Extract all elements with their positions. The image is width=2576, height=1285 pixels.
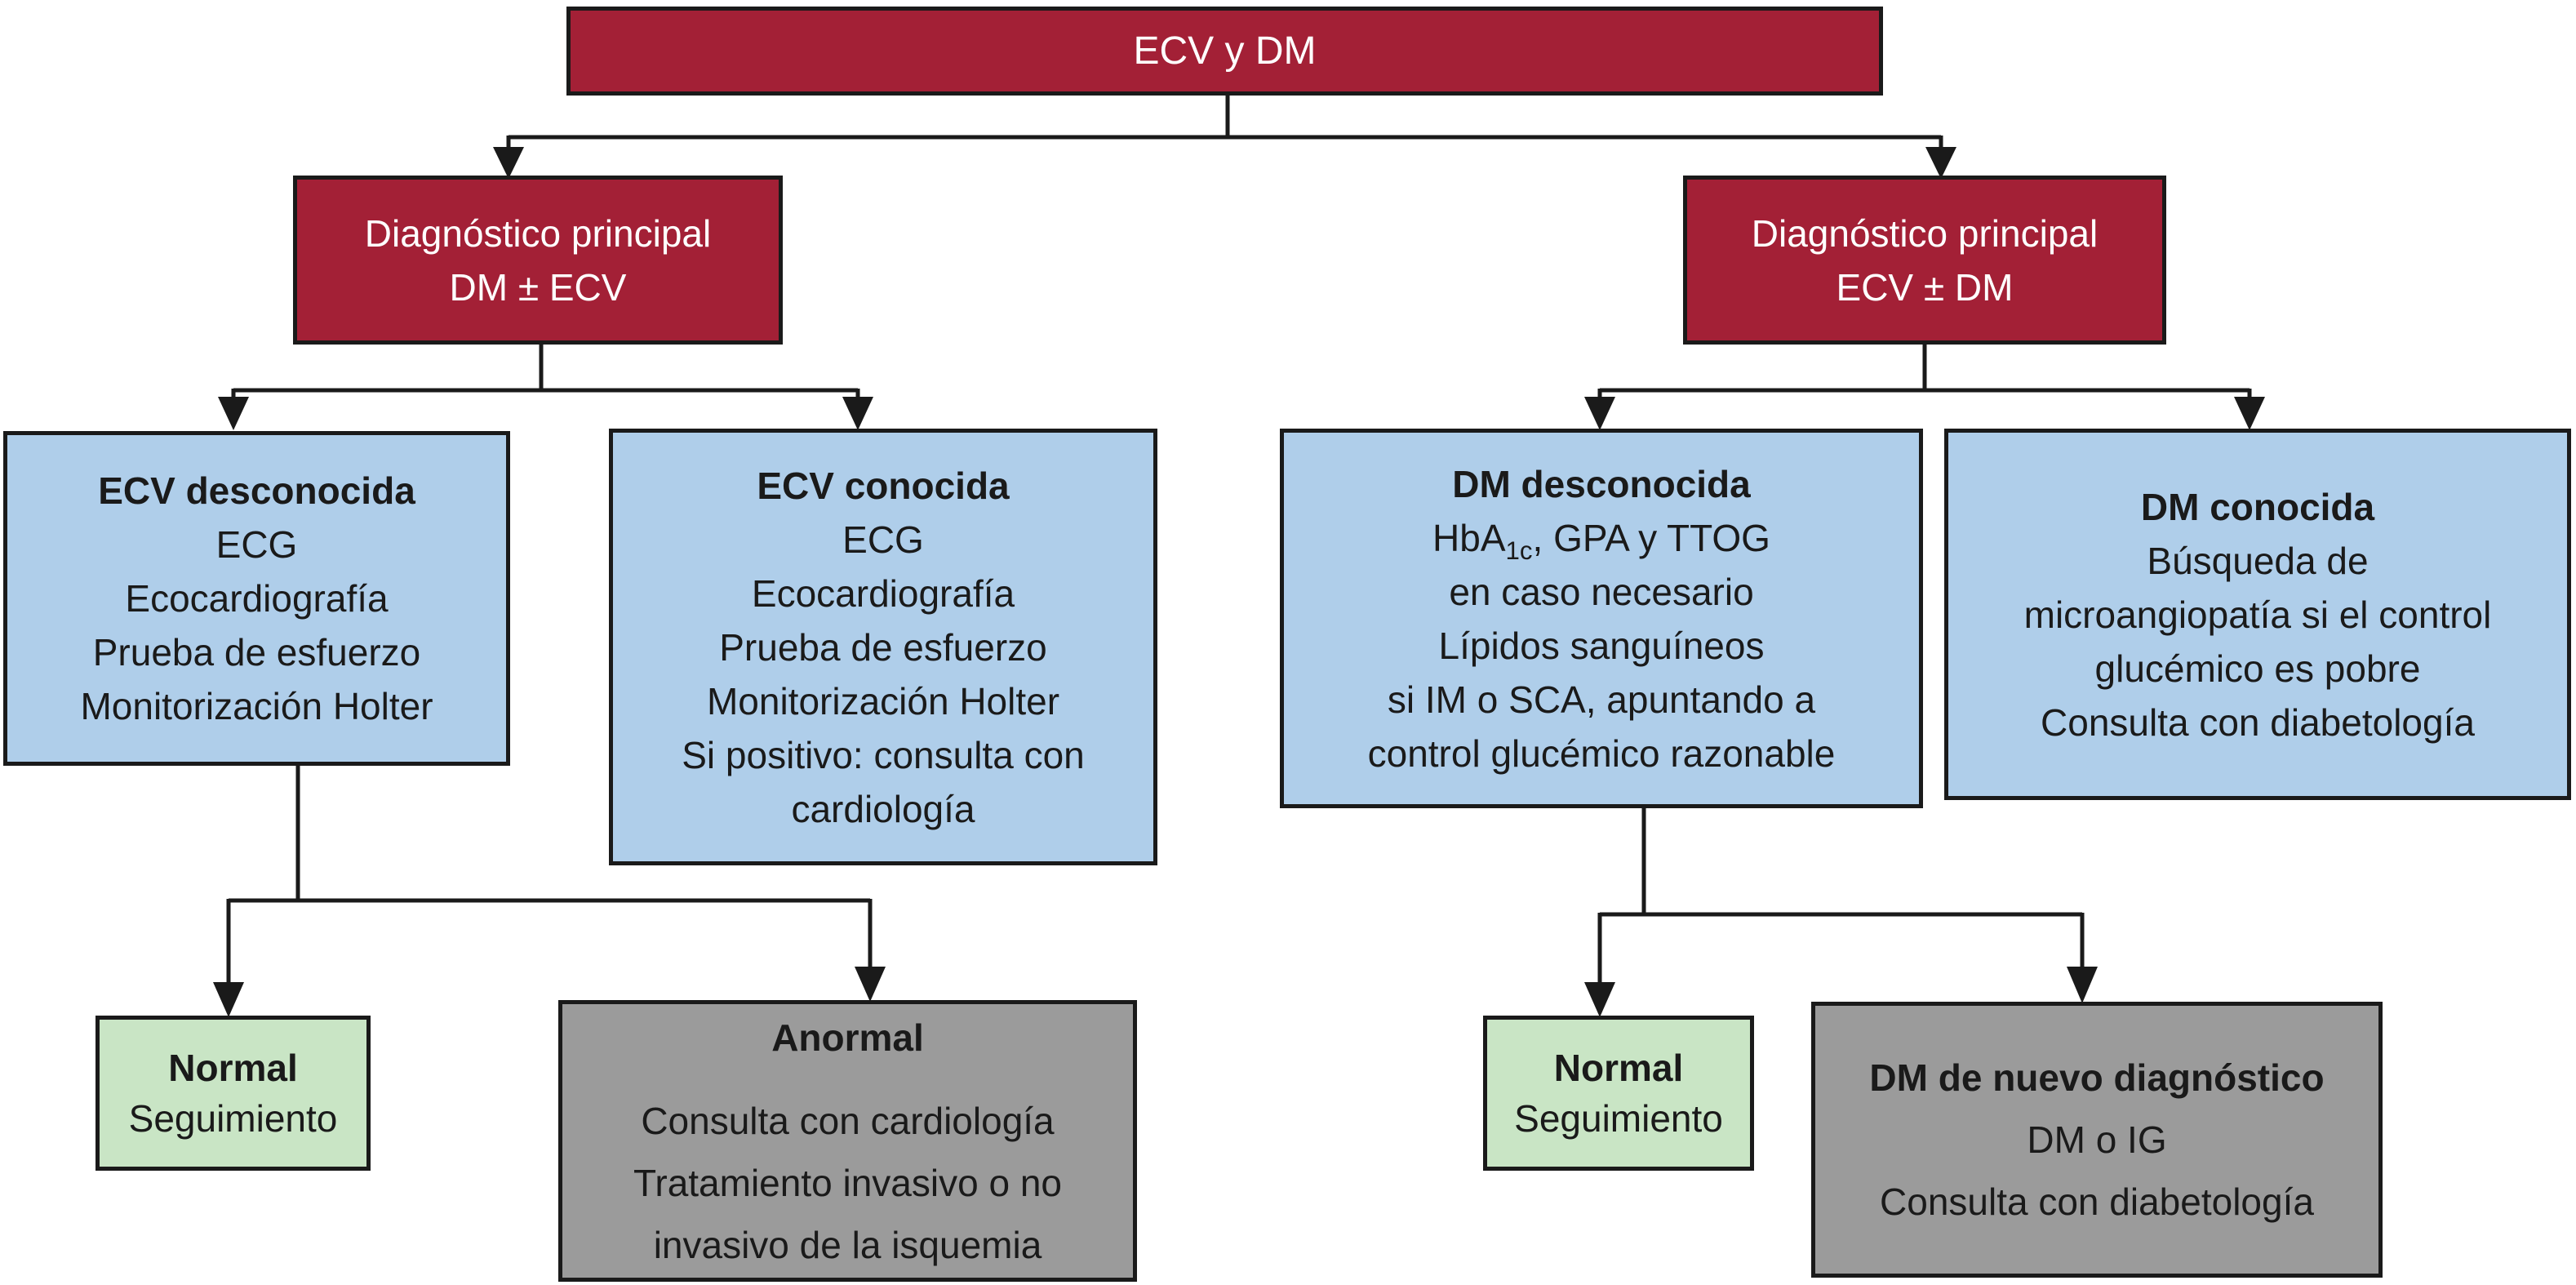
node-line: DM ± ECV	[449, 265, 627, 309]
node-line: Lípidos sanguíneos	[1438, 624, 1765, 667]
node-ecv-y-dm: ECV y DM	[566, 7, 1883, 96]
node-line: Seguimiento	[128, 1097, 338, 1140]
node-line: microangiopatía si el control	[2023, 593, 2492, 636]
node-line: Monitorización Holter	[706, 679, 1060, 723]
node-line: Prueba de esfuerzo	[92, 631, 421, 674]
node-line: ECV ± DM	[1836, 265, 2014, 309]
node-line: Diagnóstico principal	[1751, 211, 2099, 255]
node-line: control glucémico razonable	[1367, 731, 1836, 775]
hba1c-subscript: 1c	[1505, 536, 1533, 565]
node-line: cardiología	[791, 787, 975, 830]
node-anormal: Anormal Consulta con cardiología Tratami…	[558, 1000, 1137, 1282]
node-line: en caso necesario	[1449, 570, 1754, 613]
node-title: Anormal	[771, 1016, 924, 1059]
node-line: Búsqueda de	[2147, 539, 2369, 582]
node-line: Tratamiento invasivo o no	[633, 1161, 1062, 1204]
node-title: DM de nuevo diagnóstico	[1869, 1056, 2325, 1099]
node-line-hba1c: HbA1c, GPA y TTOG	[1432, 516, 1770, 565]
node-line: Monitorización Holter	[80, 685, 433, 727]
node-diagnostico-principal-ecv: Diagnóstico principal ECV ± DM	[1683, 176, 2166, 345]
node-line: Seguimiento	[1514, 1097, 1723, 1140]
node-line: Consulta con diabetología	[2041, 700, 2475, 744]
node-line: si IM o SCA, apuntando a	[1387, 678, 1816, 721]
node-line: DM o IG	[2027, 1118, 2167, 1161]
node-normal-left: Normal Seguimiento	[95, 1016, 371, 1171]
node-line: Consulta con cardiología	[641, 1099, 1055, 1142]
node-title: ECV desconocida	[98, 469, 415, 512]
node-dm-conocida: DM conocida Búsqueda de microangiopatía …	[1944, 429, 2571, 800]
node-line: Diagnóstico principal	[364, 211, 712, 255]
node-title: DM desconocida	[1452, 462, 1751, 505]
node-diagnostico-principal-dm: Diagnóstico principal DM ± ECV	[293, 176, 783, 345]
node-title: DM conocida	[2140, 485, 2375, 528]
node-label: ECV y DM	[1133, 29, 1317, 73]
node-line: Consulta con diabetología	[1880, 1181, 2314, 1223]
node-line: ECG	[842, 518, 924, 561]
node-ecv-conocida: ECV conocida ECG Ecocardiografía Prueba …	[609, 429, 1157, 865]
node-title: ECV conocida	[757, 464, 1010, 507]
node-title: Normal	[168, 1047, 298, 1089]
node-title: Normal	[1553, 1047, 1684, 1089]
node-line: glucémico es pobre	[2094, 647, 2421, 690]
node-line: Si positivo: consulta con	[682, 733, 1085, 776]
node-line: ECG	[215, 523, 298, 566]
node-ecv-desconocida: ECV desconocida ECG Ecocardiografía Prue…	[3, 431, 510, 766]
node-dm-nuevo-diagnostico: DM de nuevo diagnóstico DM o IG Consulta…	[1811, 1002, 2383, 1278]
arrowheads	[213, 147, 2265, 1017]
node-line: Prueba de esfuerzo	[719, 625, 1047, 669]
node-normal-right: Normal Seguimiento	[1483, 1016, 1754, 1171]
node-line: Ecocardiografía	[751, 571, 1015, 615]
node-line: Ecocardiografía	[125, 577, 389, 620]
node-dm-desconocida: DM desconocida HbA1c, GPA y TTOG en caso…	[1280, 429, 1923, 808]
node-line: invasivo de la isquemia	[653, 1223, 1042, 1266]
